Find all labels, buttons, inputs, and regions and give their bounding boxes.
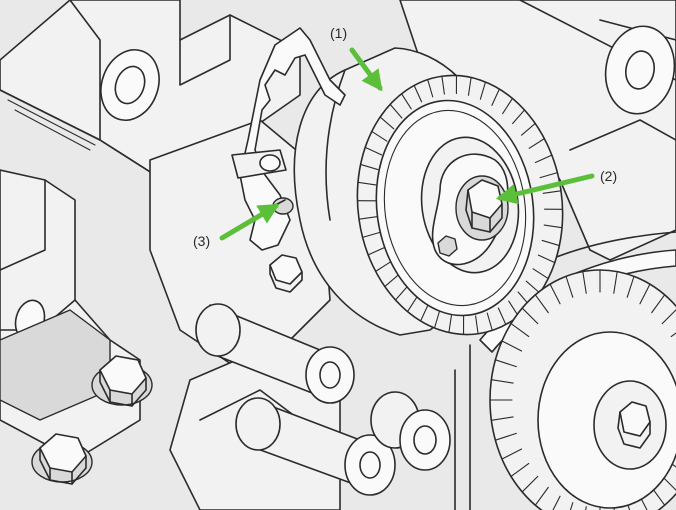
gear-tooth <box>569 502 574 510</box>
gear-tooth <box>534 154 553 164</box>
gear-tooth <box>433 310 441 329</box>
gear-tooth <box>521 122 536 136</box>
gear-tooth <box>510 323 530 338</box>
gear-tooth <box>510 462 530 477</box>
callout-2-label: (2) <box>600 168 617 184</box>
gear-tooth <box>539 172 558 179</box>
gear-tooth <box>497 307 507 326</box>
gear-tooth <box>375 261 392 272</box>
gear-tooth <box>661 475 676 491</box>
gear-tooth <box>364 146 383 156</box>
callout-2-arrow <box>495 173 595 205</box>
left-bolt-lower <box>31 433 93 485</box>
gear-tooth <box>486 312 493 331</box>
gear-tooth <box>371 130 388 142</box>
callout-2: (2) <box>495 168 617 205</box>
gear-tooth <box>490 379 514 384</box>
engine-block-upper-left <box>0 0 301 176</box>
gear-tooth <box>501 448 523 460</box>
gear-tooth <box>639 283 651 305</box>
gear-tooth <box>490 416 514 421</box>
gear-tooth <box>670 332 676 338</box>
gear-tooth <box>512 109 526 125</box>
gear-tooth <box>552 495 561 510</box>
gear-tooth <box>549 283 561 305</box>
tensioner-indicator-bracket <box>231 27 346 251</box>
gear-tooth <box>626 275 635 298</box>
gear-tooth <box>358 216 378 220</box>
left-bolt-upper <box>91 355 153 407</box>
gear-tooth <box>406 295 418 313</box>
gear-tooth <box>362 231 381 238</box>
gear-tooth <box>521 475 539 493</box>
gear-tooth <box>367 246 386 256</box>
tensioner-center-bolt <box>455 175 509 241</box>
gear-tooth <box>534 486 549 506</box>
callout-3-arrow <box>219 203 280 241</box>
gear-tooth <box>394 285 408 301</box>
cylinder-right-small <box>370 391 451 471</box>
gear-tooth <box>502 97 514 115</box>
callout-3-label: (3) <box>193 233 210 249</box>
callout-1-label: (1) <box>330 25 347 41</box>
gear-tooth <box>441 75 445 95</box>
gear-tooth <box>413 84 423 103</box>
gear-tooth <box>479 81 487 100</box>
crankshaft-sprocket <box>489 269 676 510</box>
callout-3: (3) <box>193 203 280 249</box>
gear-tooth <box>613 271 618 294</box>
gear-tooth <box>491 88 500 106</box>
gear-tooth <box>528 138 545 149</box>
gear-tooth <box>467 76 472 96</box>
gear-tooth <box>670 462 676 468</box>
engine-block-left-wall <box>0 169 141 461</box>
gear-tooth <box>525 280 541 294</box>
cylinder-upper <box>195 303 355 404</box>
gear-tooth <box>475 315 479 335</box>
gear-tooth <box>661 309 676 325</box>
gear-tooth <box>543 224 563 229</box>
gear-tooth <box>427 79 434 98</box>
cylinder-lower <box>235 397 396 496</box>
gear-tooth <box>537 254 556 264</box>
gear-tooth <box>532 268 549 280</box>
gear-tooth <box>651 294 666 314</box>
callout-1: (1) <box>330 25 383 92</box>
gear-tooth <box>534 294 549 314</box>
gear-tooth <box>357 181 377 186</box>
gear-tooth <box>389 103 403 119</box>
gear-tooth <box>401 93 412 110</box>
small-mounting-bolt <box>269 254 303 293</box>
gear-tooth <box>379 116 395 130</box>
gear-tooth <box>384 274 399 288</box>
gear-tooth <box>565 275 574 298</box>
gear-tooth <box>521 307 539 325</box>
gear-tooth <box>501 340 523 352</box>
gear-tooth <box>494 359 517 368</box>
gear-tooth <box>448 314 453 334</box>
gear-tooth <box>542 190 562 194</box>
gear-tooth <box>494 432 517 441</box>
gear-tooth <box>420 304 429 322</box>
gear-tooth <box>541 239 560 247</box>
gear-tooth <box>626 502 631 510</box>
gear-tooth <box>360 163 379 171</box>
callout-1-arrow <box>349 47 383 92</box>
gear-tooth <box>582 271 587 294</box>
